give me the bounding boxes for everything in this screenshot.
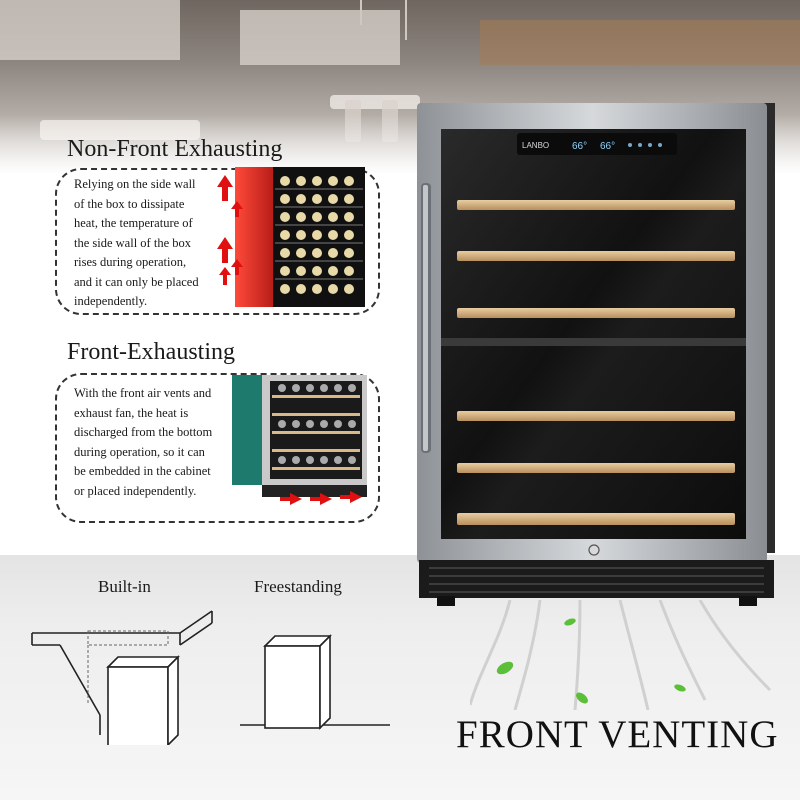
lower-temp-display: 66° (600, 141, 615, 152)
front-venting-headline: FRONT VENTING (456, 713, 779, 756)
front-description: With the front air vents and exhaust fan… (74, 386, 213, 498)
front-vent-grille (419, 560, 774, 606)
airflow-stream-icon (470, 600, 772, 710)
non-front-description: Relying on the side wall of the box to d… (74, 177, 199, 308)
wine-fridge-main-image: LANBO 66° 66° (417, 103, 775, 563)
leaf-icon (496, 618, 686, 704)
front-heading: Front-Exhausting (67, 339, 235, 365)
builtin-label: Built-in (98, 577, 151, 596)
side-vent-fridge-image (217, 167, 365, 307)
heat-up-arrow-icon (217, 175, 243, 285)
brand-logo: LANBO (522, 141, 549, 150)
door-lock-icon (588, 544, 600, 556)
heat-exhaust-arrow-icon (280, 491, 362, 505)
freestanding-diagram (240, 634, 390, 730)
upper-temp-display: 66° (572, 141, 587, 152)
builtin-diagram (31, 610, 213, 745)
freestanding-label: Freestanding (254, 577, 342, 596)
front-vent-fridge-image (232, 375, 367, 505)
non-front-heading: Non-Front Exhausting (67, 136, 283, 162)
